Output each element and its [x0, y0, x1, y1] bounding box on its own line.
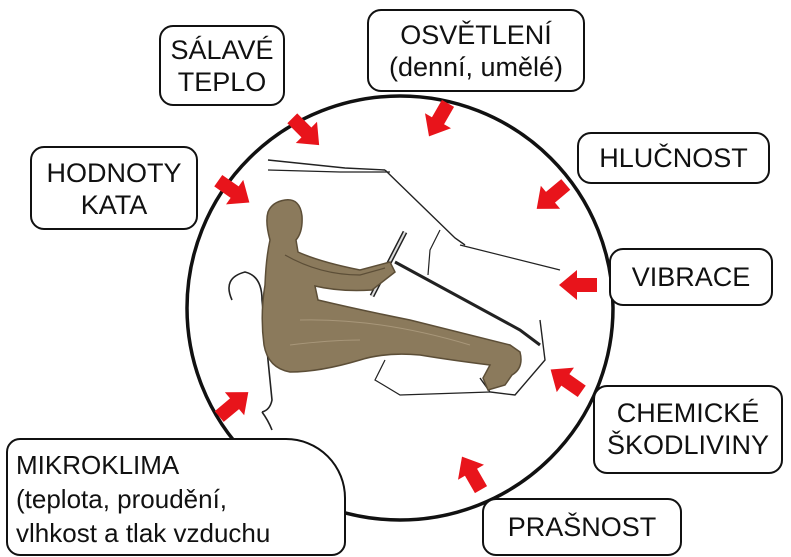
factor-chemicke-skodliviny: CHEMICKÉ ŠKODLIVINY — [593, 385, 783, 474]
factor-label-line: vlhkost a tlak vzduchu — [16, 516, 344, 550]
factor-label-line: HODNOTY — [32, 157, 196, 189]
factor-label-line: SÁLAVÉ — [161, 34, 283, 66]
factor-label-line: ŠKODLIVINY — [595, 429, 781, 461]
factor-label-line: TEPLO — [161, 66, 283, 98]
factor-label-line: (teplota, proudění, — [16, 482, 344, 516]
factor-salave-teplo: SÁLAVÉ TEPLO — [159, 25, 285, 106]
factor-label-line: PRAŠNOST — [484, 511, 680, 543]
arrow-icon — [559, 270, 597, 300]
arrow-icon — [449, 449, 494, 497]
factor-vibrace: VIBRACE — [609, 248, 773, 306]
factor-osvetleni: OSVĚTLENÍ (denní, umělé) — [367, 9, 585, 92]
driver-figure-icon — [229, 160, 560, 430]
factor-hlucnost: HLUČNOST — [577, 132, 770, 184]
factor-label-line: KATA — [32, 189, 196, 221]
factor-label-line: (denní, umělé) — [369, 51, 583, 83]
factor-mikroklima: MIKROKLIMA (teplota, proudění, vlhkost a… — [6, 438, 346, 556]
factor-prasnost: PRAŠNOST — [482, 498, 682, 556]
factor-hodnoty-kata: HODNOTY KATA — [30, 146, 198, 230]
arrow-icon — [282, 108, 330, 156]
arrow-icon — [542, 357, 590, 403]
factor-label-line: HLUČNOST — [579, 142, 768, 174]
factor-label-line: MIKROKLIMA — [16, 448, 344, 482]
factor-label-line: VIBRACE — [611, 261, 771, 293]
factor-label-line: OSVĚTLENÍ — [369, 19, 583, 51]
factor-label-line: CHEMICKÉ — [595, 397, 781, 429]
arrow-icon — [210, 381, 258, 428]
